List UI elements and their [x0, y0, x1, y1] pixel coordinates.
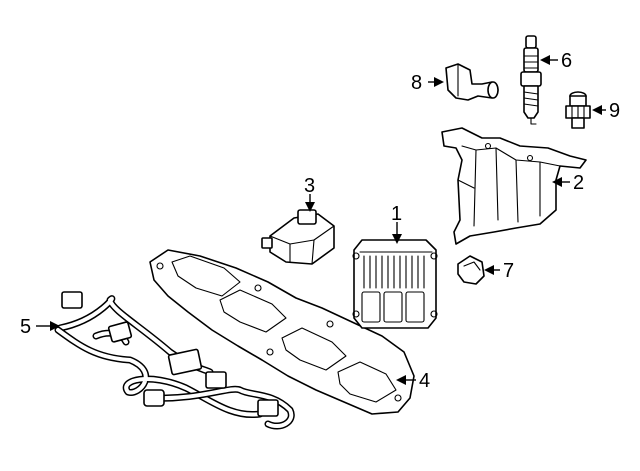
- engine-control-module: [352, 239, 438, 329]
- callout-4: 4: [419, 370, 430, 392]
- leader-lines: [36, 55, 606, 385]
- callout-5: 5: [20, 316, 31, 338]
- callout-7: 7: [503, 260, 514, 282]
- ignition-coil: [261, 209, 335, 265]
- spark-plug: [520, 35, 542, 125]
- callout-3: 3: [304, 175, 315, 197]
- callout-1: 1: [391, 203, 402, 225]
- wiring-harness: [54, 291, 295, 430]
- module-bracket: [441, 127, 587, 245]
- position-sensor: [445, 63, 499, 101]
- callout-9: 9: [609, 100, 620, 122]
- callout-8: 8: [411, 72, 422, 94]
- knock-sensor: [565, 91, 591, 129]
- callout-6: 6: [561, 50, 572, 72]
- grommet: [457, 255, 485, 285]
- coil-mounting-plate: [149, 249, 415, 415]
- callout-2: 2: [573, 172, 584, 194]
